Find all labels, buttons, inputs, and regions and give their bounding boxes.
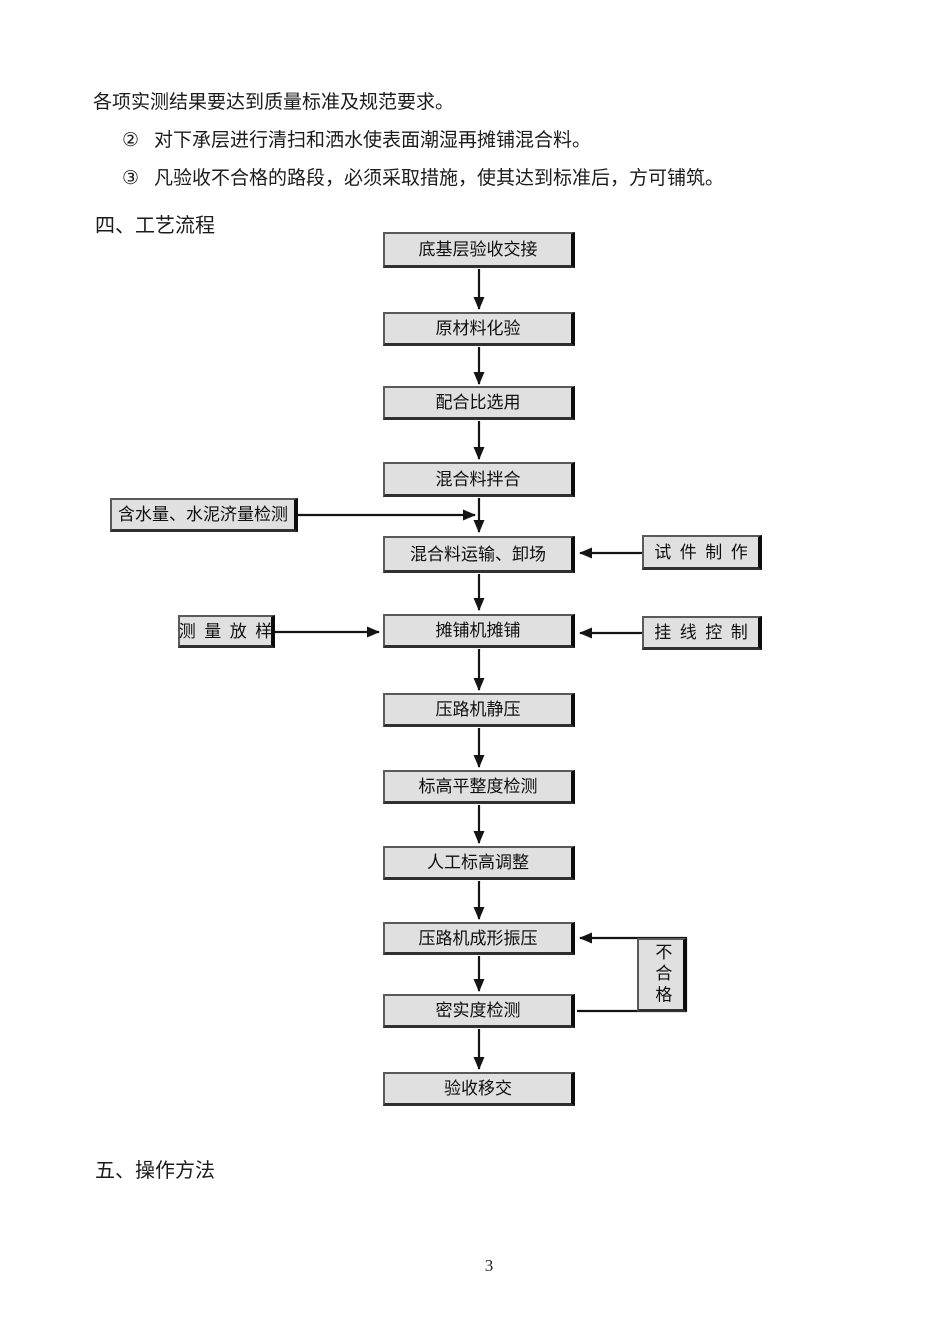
flow-node-mixture-mixing: 混合料拌合 [383,462,575,497]
flow-node-paver-paving: 摊铺机摊铺 [383,614,575,648]
list-item-2-marker: ② [122,130,140,151]
page-number: 3 [484,1256,494,1275]
flow-node-density-check: 密实度检测 [383,994,575,1028]
flow-node-subbase-acceptance: 底基层验收交接 [383,232,575,268]
section-5-title: 五、操作方法 [95,1160,215,1182]
flow-node-manual-level-adjust: 人工标高调整 [383,846,575,880]
flow-node-level-flatness-check: 标高平整度检测 [383,770,575,804]
flow-node-survey-layout: 测量放样 [178,615,275,648]
flow-node-raw-material-test: 原材料化验 [383,312,575,346]
list-item-3-marker: ③ [122,168,140,189]
flow-node-moisture-cement-test: 含水量、水泥济量检测 [110,498,298,532]
intro-line: 各项实测结果要达到质量标准及规范要求。 [93,92,455,113]
list-item-2-text: 对下承层进行清扫和洒水使表面潮湿再摊铺混合料。 [154,130,592,151]
flow-node-roller-vibration: 压路机成形振压 [383,922,575,955]
flow-node-fail-label: 不合格 [637,938,687,1012]
flow-node-specimen-making: 试件制作 [642,535,762,570]
list-item-3-text: 凡验收不合格的路段，必须采取措施，使其达到标准后，方可铺筑。 [154,168,725,189]
flow-node-line-control: 挂线控制 [642,616,762,650]
flow-node-acceptance-handover: 验收移交 [383,1072,575,1106]
list-item-3: ③ 凡验收不合格的路段，必须采取措施，使其达到标准后，方可铺筑。 [122,167,724,190]
flow-node-mix-ratio-selection: 配合比选用 [383,386,575,420]
flow-node-mixture-transport: 混合料运输、卸场 [383,536,575,573]
section-4-title: 四、工艺流程 [95,215,215,237]
list-item-2: ② 对下承层进行清扫和洒水使表面潮湿再摊铺混合料。 [122,129,591,152]
flow-node-roller-static: 压路机静压 [383,693,575,727]
